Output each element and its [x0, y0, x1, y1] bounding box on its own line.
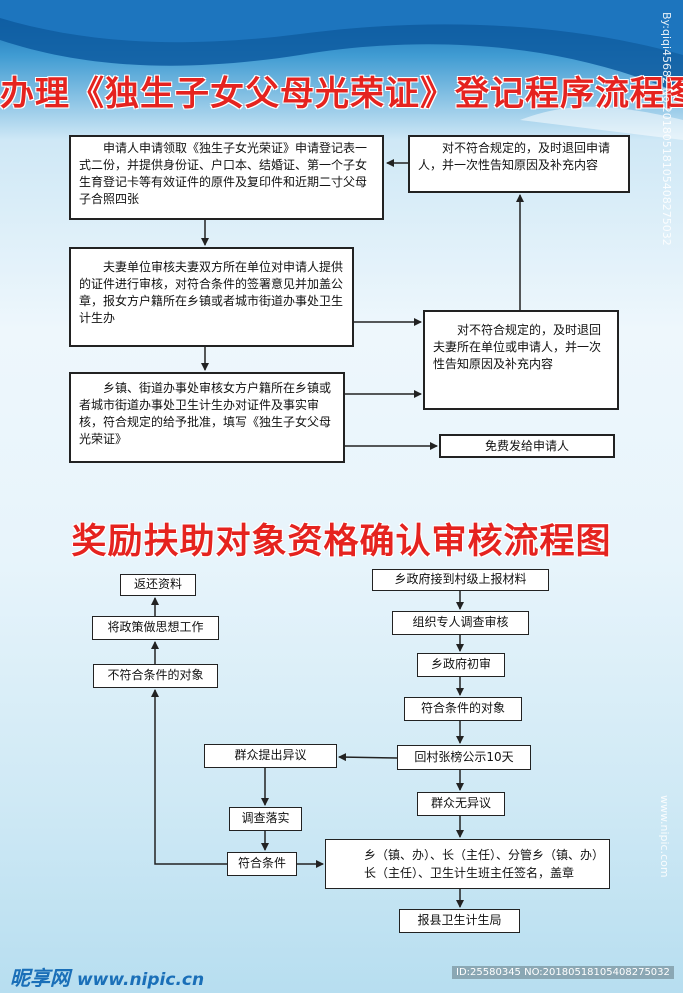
side-watermark-top: By:qiqi45682 No.20180518105408275032	[660, 12, 673, 246]
publicize-node: 回村张榜公示10天	[397, 745, 531, 770]
no-objection-node: 群众无异议	[417, 792, 505, 816]
unit-review-text: 夫妻单位审核夫妻双方所在单位对申请人提供的证件进行审核，对符合条件的签署意见并加…	[79, 260, 344, 325]
reject-to-unit-text: 对不符合规定的，及时退回夫妻所在单位或申请人，并一次性告知原因及补充内容	[433, 323, 602, 371]
objection-node: 群众提出异议	[204, 744, 337, 768]
top-swoosh-decoration	[0, 0, 683, 140]
reject-to-unit-box: 对不符合规定的，及时退回夫妻所在单位或申请人，并一次性告知原因及补充内容	[423, 310, 619, 410]
issue-certificate-box: 免费发给申请人	[439, 434, 615, 458]
reward-flow-title: 奖励扶助对象资格确认审核流程图	[71, 522, 612, 562]
footer-id-text: ID:25580345 NO:20180518105408275032	[452, 966, 674, 979]
reject-to-applicant-text: 对不符合规定的，及时退回申请人，并一次性告知原因及补充内容	[418, 141, 611, 172]
site-logo: 昵享网 www.nipic.cn	[10, 962, 204, 991]
return-materials-node: 返还资料	[120, 574, 196, 596]
town-review-box: 乡镇、街道办事处审核女方户籍所在乡镇或者城市街道办事处卫生计生办对证件及事实审核…	[69, 372, 345, 463]
receive-materials-node: 乡政府接到村级上报材料	[372, 569, 549, 591]
unqualified-target-node: 不符合条件的对象	[93, 664, 218, 688]
town-review-text: 乡镇、街道办事处审核女方户籍所在乡镇或者城市街道办事处卫生计生办对证件及事实审核…	[79, 381, 332, 446]
meets-condition-node: 符合条件	[227, 852, 297, 876]
qualified-target-node: 符合条件的对象	[404, 697, 522, 721]
verify-node: 调查落实	[229, 807, 302, 831]
report-county-node: 报县卫生计生局	[399, 909, 520, 933]
registration-flow-title: 办理《独生子女父母光荣证》登记程序流程图	[0, 74, 683, 114]
initial-review-node: 乡政府初审	[417, 653, 505, 677]
investigate-node: 组织专人调查审核	[392, 611, 529, 635]
logo-text: 昵享网	[10, 966, 70, 990]
unit-review-box: 夫妻单位审核夫妻双方所在单位对申请人提供的证件进行审核，对符合条件的签署意见并加…	[69, 247, 354, 347]
apply-step-box: 申请人申请领取《独生子女光荣证》申请登记表一式二份，并提供身份证、户口本、结婚证…	[69, 135, 384, 220]
logo-url-text: www.nipic.cn	[76, 970, 205, 990]
apply-step-text: 申请人申请领取《独生子女光荣证》申请登记表一式二份，并提供身份证、户口本、结婚证…	[79, 141, 368, 206]
policy-work-node: 将政策做思想工作	[92, 616, 219, 640]
side-watermark-bottom: www.nipic.com	[658, 795, 671, 878]
reject-to-applicant-box: 对不符合规定的，及时退回申请人，并一次性告知原因及补充内容	[408, 135, 630, 193]
sign-and-seal-node: 乡（镇、办）、长（主任）、分管乡（镇、办）长（主任）、卫生计生班主任签名，盖章	[325, 839, 610, 889]
